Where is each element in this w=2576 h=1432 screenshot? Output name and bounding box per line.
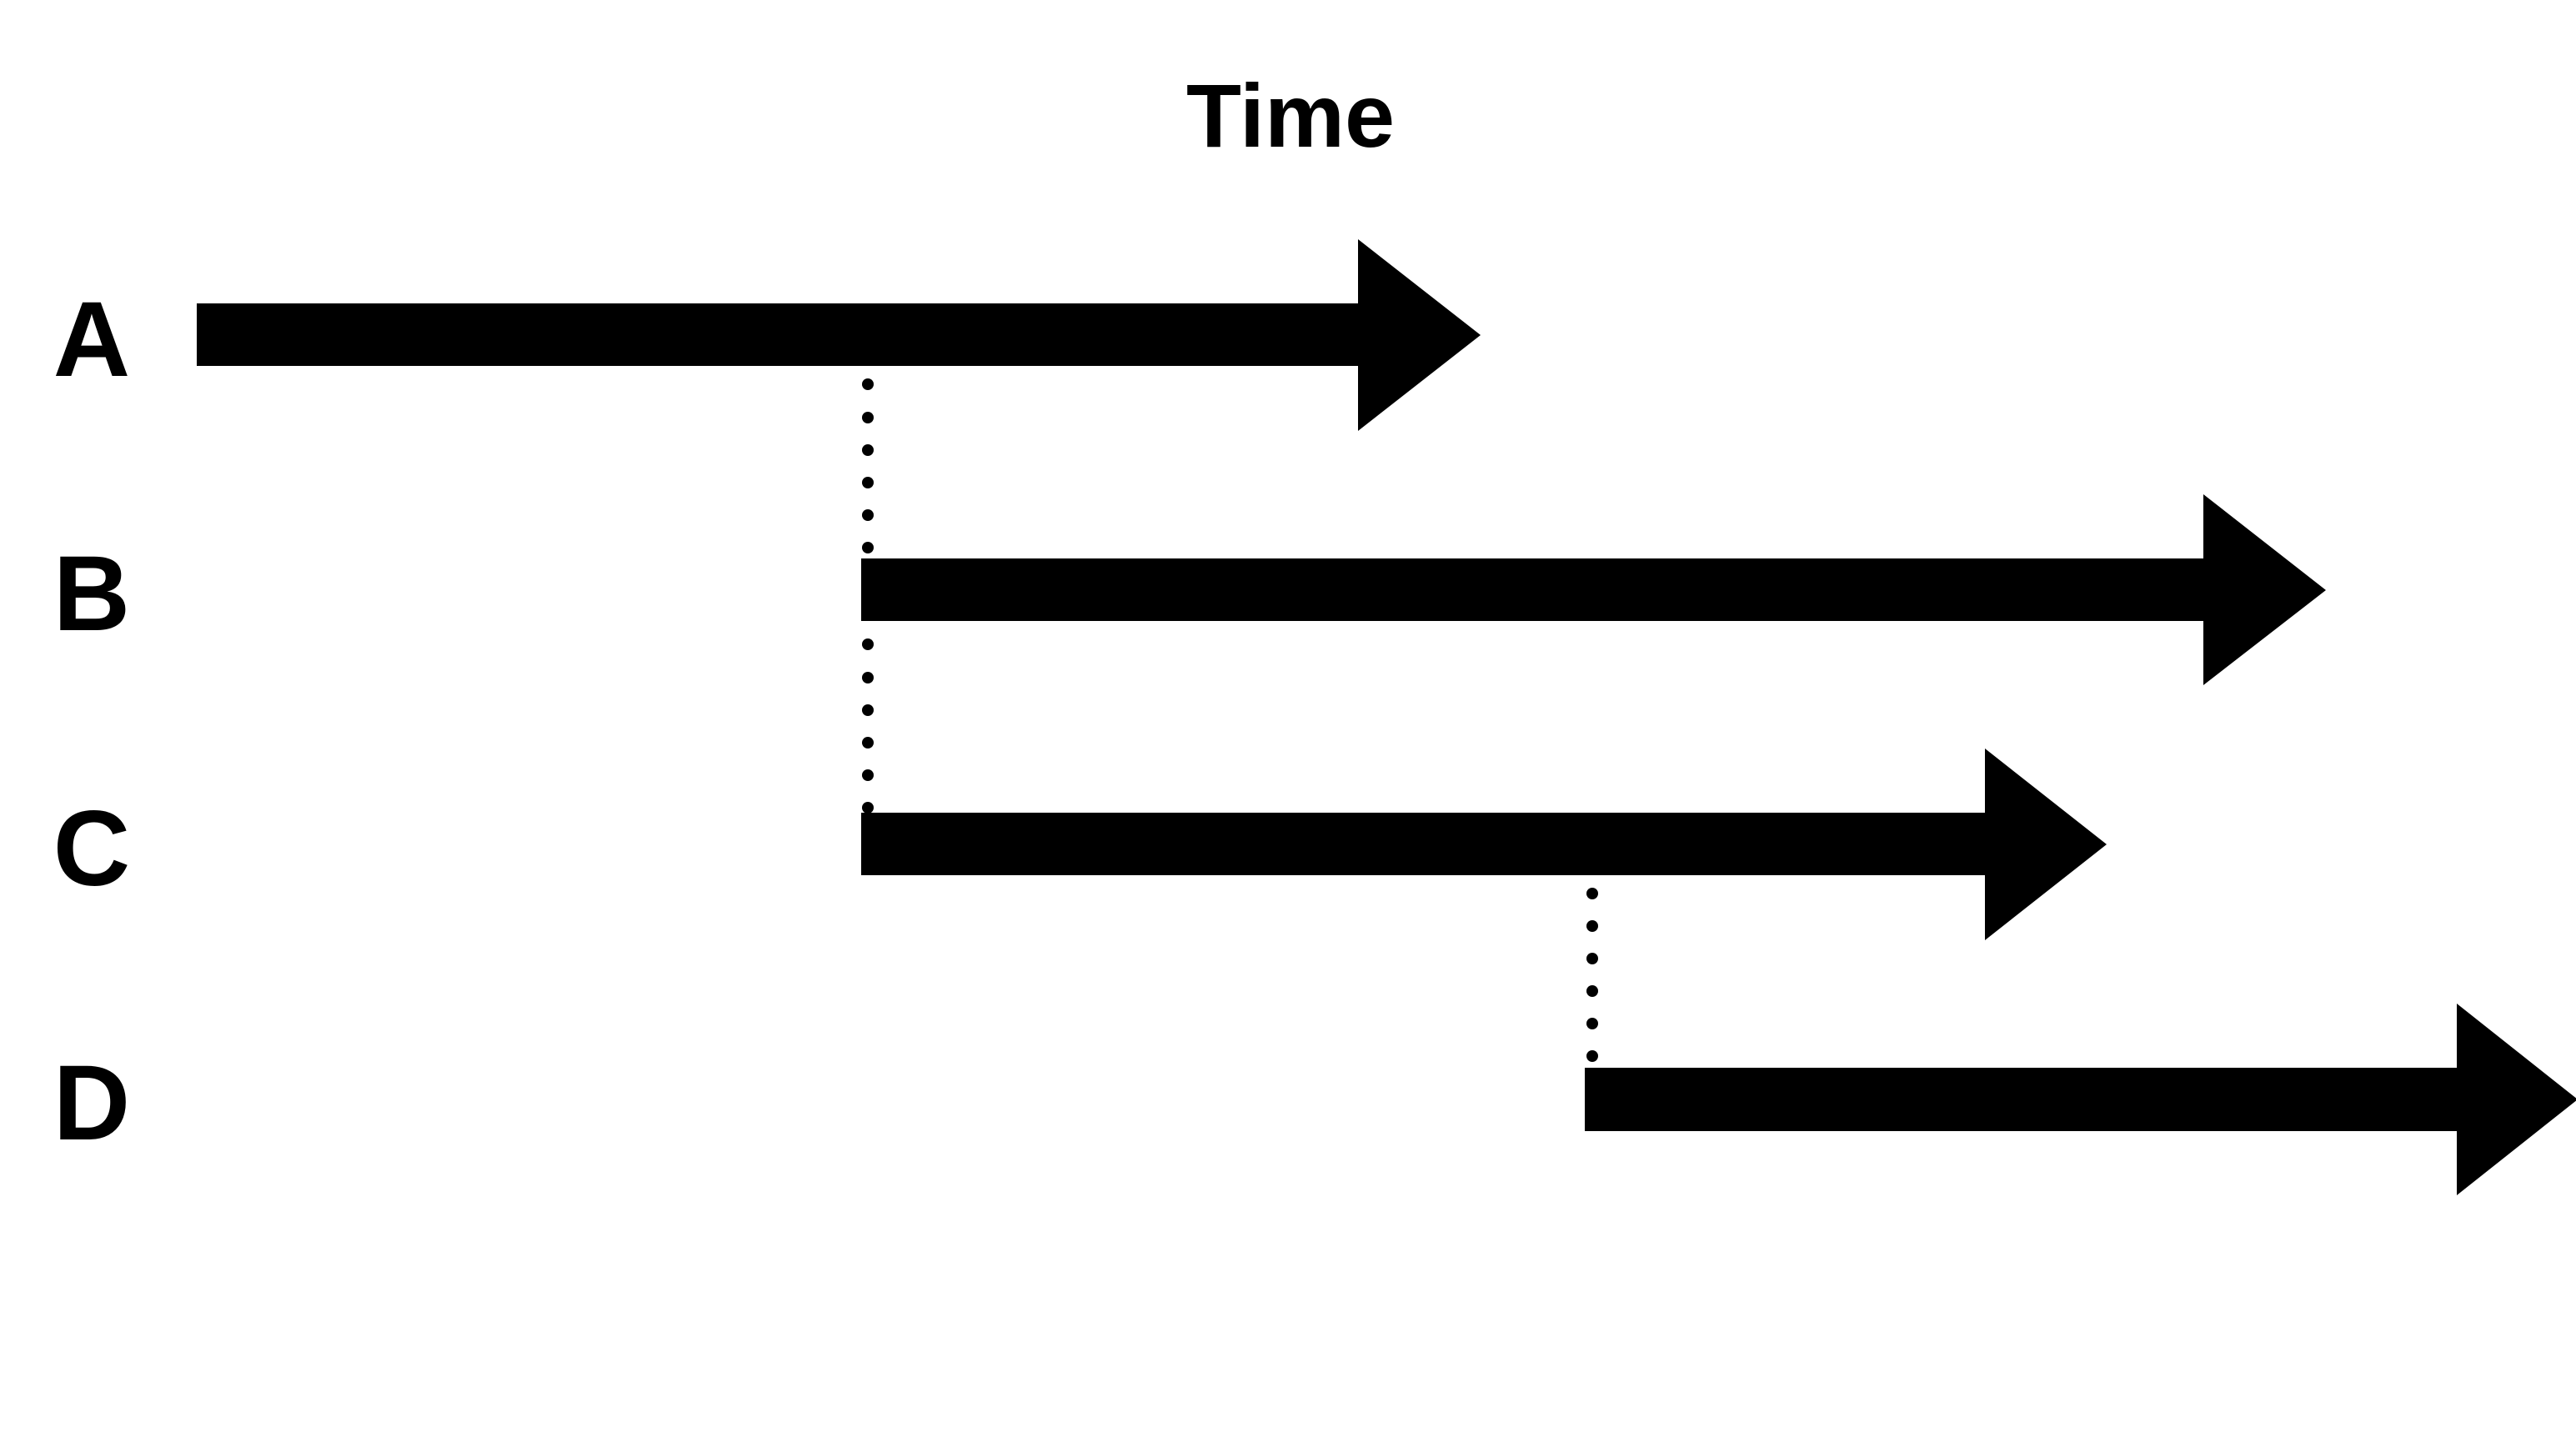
timeline-arrow-a xyxy=(197,239,1481,431)
row-label-d: D xyxy=(53,1044,130,1163)
dotted-connector-a-to-c xyxy=(862,378,874,814)
row-label-c: C xyxy=(53,789,130,909)
row-label-a: A xyxy=(53,280,130,399)
timeline-arrow-b xyxy=(861,494,2326,685)
timeline-arrow-c xyxy=(861,749,2107,940)
timeline-arrow-d xyxy=(1585,1004,2576,1195)
dotted-connector-c-to-d xyxy=(1586,888,1598,1062)
row-label-b: B xyxy=(53,534,130,653)
diagram-title: Time xyxy=(1186,65,1395,166)
